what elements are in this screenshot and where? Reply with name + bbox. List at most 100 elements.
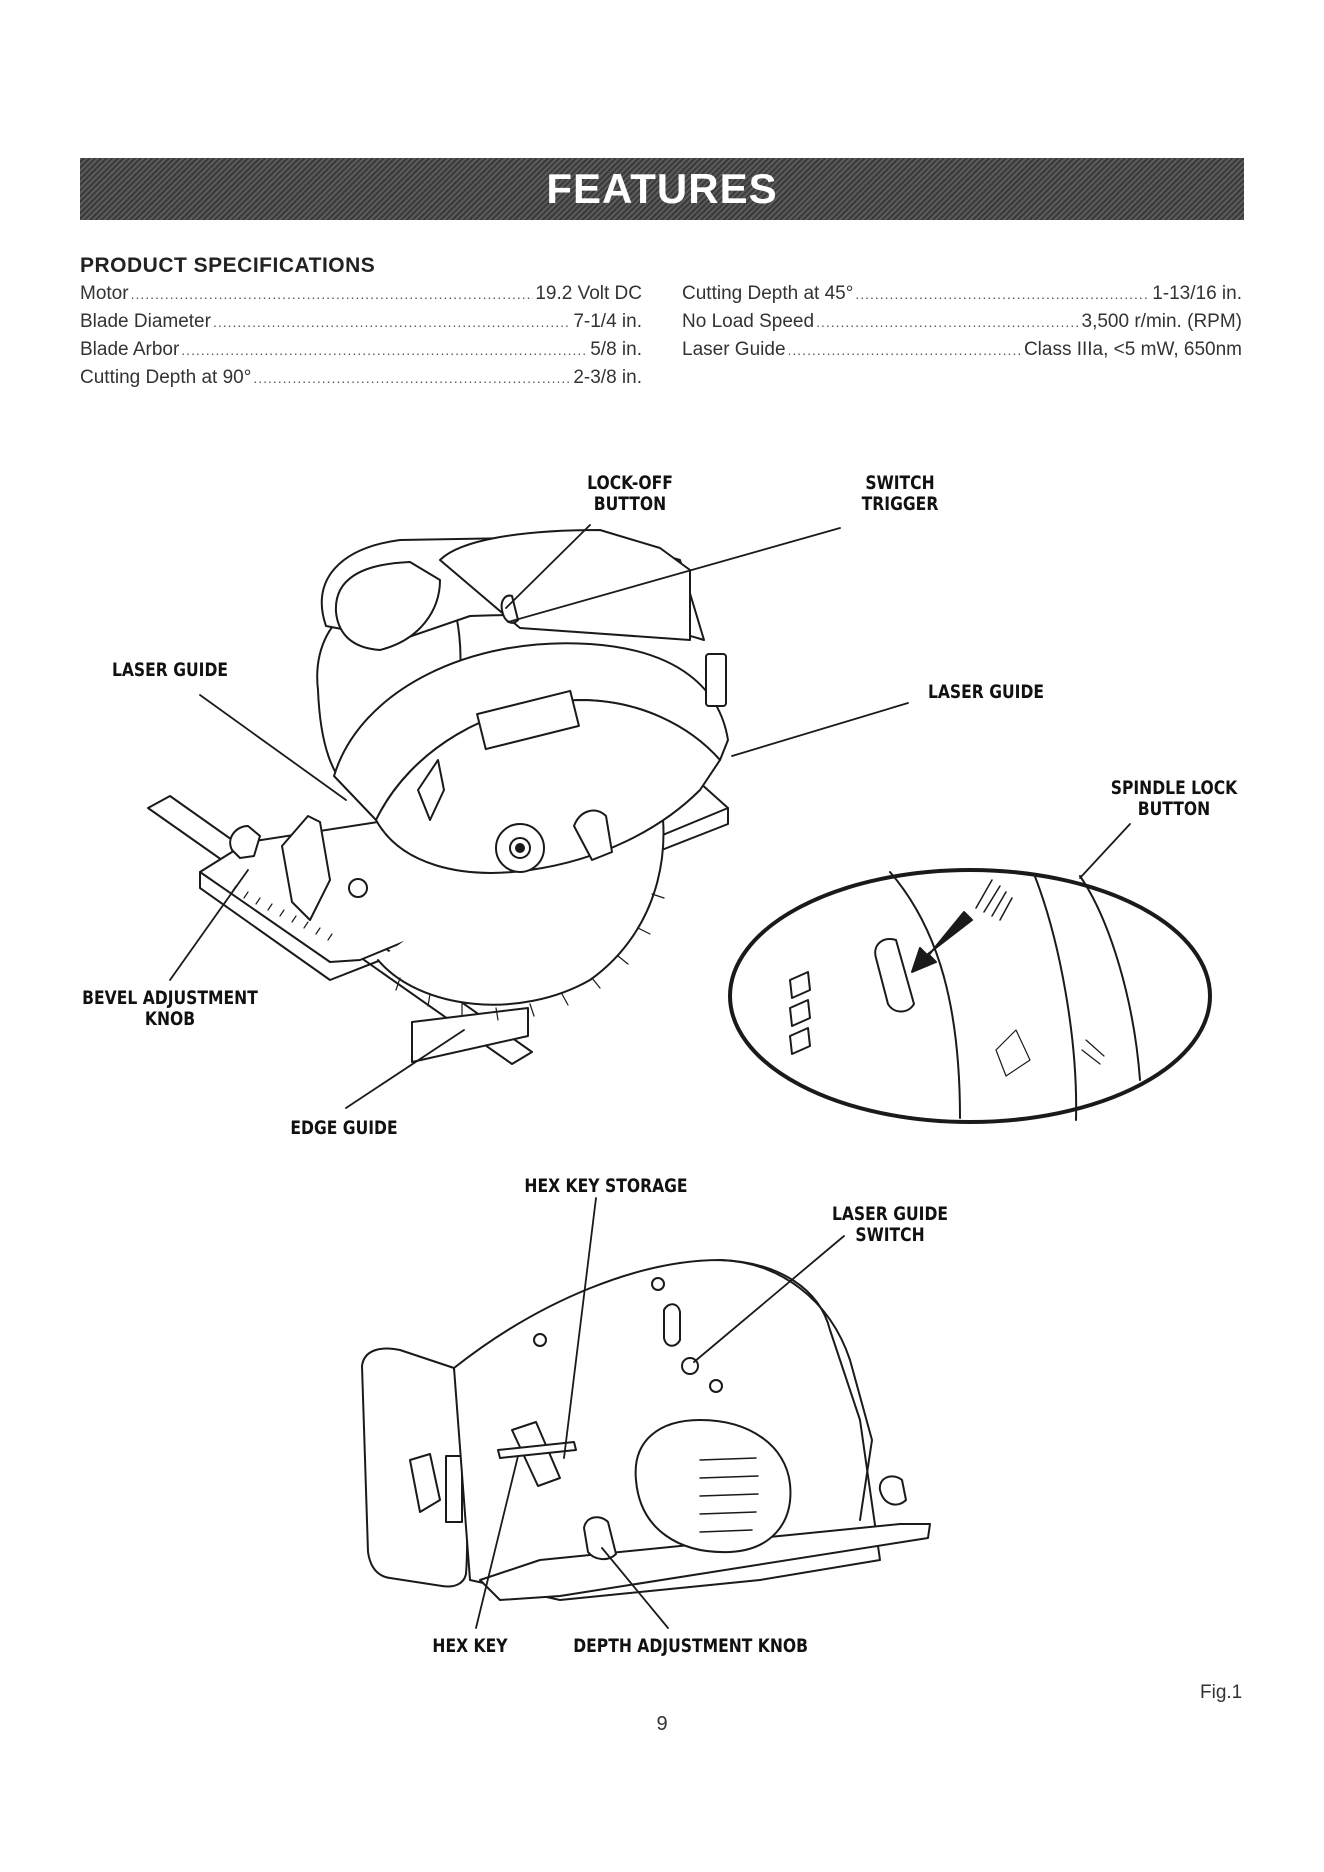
callout-edge-guide: EDGE GUIDE bbox=[278, 1118, 409, 1139]
spec-row-cutting-depth-45: Cutting Depth at 45° 1-13/16 in. bbox=[682, 283, 1242, 311]
callout-line: LASER GUIDE bbox=[927, 681, 1045, 703]
callout-line: BUTTON bbox=[1137, 798, 1211, 820]
leader-laser-guide-left bbox=[199, 694, 347, 801]
bevel-screw bbox=[348, 878, 368, 898]
handle-grip bbox=[334, 561, 441, 651]
spec-label: Laser Guide bbox=[682, 339, 786, 360]
callout-laser-guide-left: LASER GUIDE bbox=[104, 660, 235, 681]
callout-line: HEX KEY STORAGE bbox=[524, 1175, 688, 1197]
guard-screw-1 bbox=[651, 1277, 665, 1291]
spec-row-laser-guide: Laser Guide Class IIIa, <5 mW, 650nm bbox=[682, 339, 1242, 367]
bevel-bracket bbox=[281, 815, 331, 921]
leader-bevel-knob bbox=[169, 869, 249, 981]
arbor-center bbox=[515, 843, 525, 853]
spec-value: 1-13/16 in. bbox=[1152, 283, 1242, 304]
leader-laser-guide-right bbox=[731, 702, 909, 757]
detail-ellipse bbox=[728, 868, 1212, 1124]
features-banner: FEATURES bbox=[80, 158, 1244, 220]
guard-screw-3 bbox=[533, 1333, 547, 1347]
specifications-right-column: Cutting Depth at 45° 1-13/16 in. No Load … bbox=[682, 283, 1242, 367]
callout-line: LASER GUIDE bbox=[831, 1203, 949, 1225]
spindle-arrow-icon bbox=[911, 911, 973, 973]
callout-line: LOCK-OFF bbox=[587, 472, 673, 494]
callout-line: TRIGGER bbox=[861, 493, 939, 515]
callout-line: BEVEL ADJUSTMENT bbox=[82, 987, 258, 1009]
spec-value: 7-1/4 in. bbox=[573, 311, 642, 332]
callout-bevel-adjustment-knob: BEVEL ADJUSTMENT KNOB bbox=[80, 988, 260, 1030]
spec-label: Cutting Depth at 45° bbox=[682, 283, 854, 304]
leader-hex-key-storage bbox=[563, 1197, 597, 1459]
detail-housing-curve-3 bbox=[1079, 875, 1141, 1081]
spec-row-cutting-depth-90: Cutting Depth at 90° 2-3/8 in. bbox=[80, 367, 642, 395]
base-plate-edge bbox=[199, 807, 729, 981]
leader-hex-key bbox=[475, 1455, 519, 1629]
lower-guard-lever bbox=[573, 809, 613, 861]
callout-line: KNOB bbox=[144, 1008, 196, 1030]
callout-line: SPINDLE LOCK bbox=[1110, 777, 1238, 799]
detail-vent-slots bbox=[789, 971, 811, 1055]
motor-vent-slots bbox=[699, 1457, 759, 1533]
spec-row-motor: Motor 19.2 Volt DC bbox=[80, 283, 642, 311]
callout-line: HEX KEY bbox=[432, 1635, 508, 1657]
specifications-heading: PRODUCT SPECIFICATIONS bbox=[80, 254, 376, 277]
callout-lock-off-button: LOCK-OFF BUTTON bbox=[564, 473, 695, 515]
callout-line: DEPTH ADJUSTMENT KNOB bbox=[573, 1635, 809, 1657]
guard-screw-2 bbox=[709, 1379, 723, 1393]
battery-contact bbox=[409, 1453, 441, 1513]
leader-lock-off-button bbox=[505, 524, 591, 609]
leader-lines bbox=[169, 524, 1131, 1629]
spec-label: Motor bbox=[80, 283, 129, 304]
callout-line: SWITCH bbox=[855, 1224, 925, 1246]
blade-teeth bbox=[395, 893, 665, 1021]
page-number: 9 bbox=[656, 1713, 668, 1735]
leader-edge-guide bbox=[345, 1029, 465, 1109]
hex-key-shape bbox=[497, 1441, 577, 1459]
callout-hex-key-storage: HEX KEY STORAGE bbox=[524, 1176, 688, 1197]
callout-line: EDGE GUIDE bbox=[290, 1117, 398, 1139]
spec-row-blade-diameter: Blade Diameter 7-1/4 in. bbox=[80, 311, 642, 339]
callout-spindle-lock-button: SPINDLE LOCK BUTTON bbox=[1108, 778, 1239, 820]
spec-value: 2-3/8 in. bbox=[573, 367, 642, 388]
spec-label: Blade Diameter bbox=[80, 311, 211, 332]
circular-saw-rear-illustration bbox=[361, 1259, 931, 1601]
guard-label-plate bbox=[476, 689, 580, 751]
circular-saw-front-illustration bbox=[147, 529, 729, 1065]
leader-laser-switch bbox=[693, 1235, 845, 1363]
detail-housing-curve bbox=[889, 871, 961, 1119]
lock-off-button-shape bbox=[500, 594, 519, 624]
spindle-arrow-motion-lines bbox=[975, 879, 1013, 921]
rear-bevel-knob bbox=[878, 1475, 907, 1506]
callout-laser-guide-right: LASER GUIDE bbox=[920, 682, 1051, 703]
guard-arrow bbox=[417, 759, 445, 821]
spec-label: Cutting Depth at 90° bbox=[80, 367, 252, 388]
leader-spindle-lock bbox=[1079, 823, 1131, 879]
spec-label: No Load Speed bbox=[682, 311, 815, 332]
battery-label bbox=[445, 1455, 463, 1523]
callout-hex-key: HEX KEY bbox=[421, 1636, 519, 1657]
callout-switch-trigger: SWITCH TRIGGER bbox=[851, 473, 949, 515]
detail-housing-curve-2 bbox=[1033, 873, 1078, 1121]
specifications-left-column: Motor 19.2 Volt DC Blade Diameter 7-1/4 in… bbox=[80, 283, 642, 395]
spec-row-blade-arbor: Blade Arbor 5/8 in. bbox=[80, 339, 642, 367]
detail-scale-marks bbox=[995, 1029, 1105, 1077]
spec-value: 3,500 r/min. (RPM) bbox=[1081, 311, 1242, 332]
leader-switch-trigger bbox=[507, 527, 841, 623]
banner-title: FEATURES bbox=[546, 165, 778, 212]
laser-guide-housing bbox=[705, 653, 727, 707]
spec-value: 19.2 Volt DC bbox=[535, 283, 642, 304]
spec-value: Class IIIa, <5 mW, 650nm bbox=[1023, 339, 1242, 360]
spec-label: Blade Arbor bbox=[80, 339, 180, 360]
callout-line: LASER GUIDE bbox=[111, 659, 229, 681]
callout-laser-guide-switch: LASER GUIDE SWITCH bbox=[824, 1204, 955, 1246]
spindle-lock-detail bbox=[728, 868, 1212, 1124]
battery-pack bbox=[439, 529, 691, 641]
spec-value: 5/8 in. bbox=[590, 339, 642, 360]
figure-label: Fig.1 bbox=[1200, 1682, 1243, 1703]
callout-line: SWITCH bbox=[865, 472, 935, 494]
edge-guide-fence bbox=[411, 1007, 529, 1063]
rear-blade-guard bbox=[719, 1259, 873, 1521]
motor-end-cap bbox=[634, 1419, 792, 1554]
depth-knob bbox=[583, 1516, 617, 1560]
